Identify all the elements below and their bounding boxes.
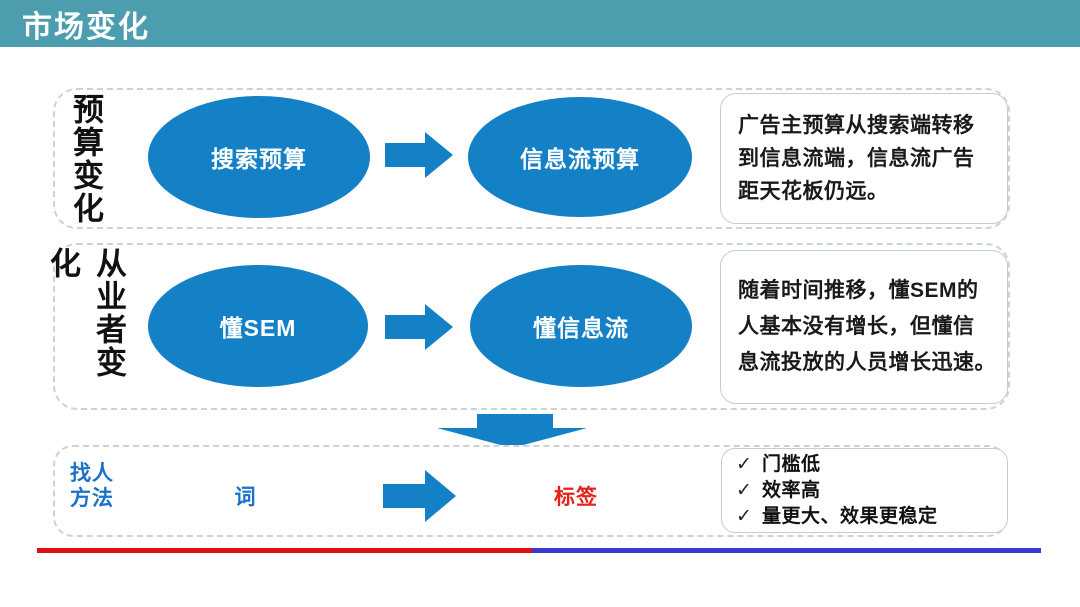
check-item: ✓ 效率高 bbox=[736, 478, 1007, 504]
section-budget-label: 预算变化 bbox=[68, 92, 103, 225]
method-to-tag: 标签 bbox=[554, 486, 598, 509]
method-label: 找人方法 bbox=[70, 462, 114, 510]
ellipse-label: 懂SEM bbox=[219, 315, 297, 341]
note-line: 到信息流端，信息流广告 bbox=[738, 147, 975, 170]
ellipse-knows-feed: 懂信息流 bbox=[470, 265, 692, 387]
check-icon: ✓ bbox=[736, 479, 752, 501]
check-item: ✓ 门槛低 bbox=[736, 452, 1007, 478]
note-line: 广告主预算从搜索端转移 bbox=[738, 114, 975, 137]
arrow-right-icon bbox=[383, 470, 456, 522]
check-label: 量更大、效果更稳定 bbox=[762, 505, 938, 527]
ellipse-label: 信息流预算 bbox=[520, 146, 640, 172]
slide-header: 市场变化 bbox=[0, 0, 1080, 47]
benefits-card: ✓ 门槛低 ✓ 效率高 ✓ 量更大、效果更稳定 bbox=[721, 448, 1008, 533]
method-from-keyword: 词 bbox=[234, 486, 256, 509]
ellipse-label: 懂信息流 bbox=[533, 315, 629, 341]
practitioner-note-card: 随着时间推移，懂SEM的 人基本没有增长，但懂信 息流投放的人员增长迅速。 bbox=[720, 250, 1008, 404]
arrow-down-icon bbox=[437, 414, 587, 448]
note-line: 随着时间推移，懂SEM的 bbox=[738, 279, 979, 302]
check-item: ✓ 量更大、效果更稳定 bbox=[736, 504, 1007, 530]
arrow-right-icon bbox=[385, 304, 453, 350]
divider-line-red bbox=[37, 548, 532, 553]
divider-line-blue bbox=[532, 548, 1041, 553]
note-line: 息流投放的人员增长迅速。 bbox=[738, 351, 996, 374]
check-icon: ✓ bbox=[736, 505, 752, 527]
section-practitioner-label: 从业者变化 bbox=[45, 247, 126, 379]
check-icon: ✓ bbox=[736, 453, 752, 475]
budget-note-card: 广告主预算从搜索端转移 到信息流端，信息流广告 距天花板仍远。 bbox=[720, 93, 1008, 224]
check-label: 门槛低 bbox=[762, 453, 821, 475]
ellipse-feed-budget: 信息流预算 bbox=[468, 97, 692, 217]
note-line: 距天花板仍远。 bbox=[738, 180, 889, 203]
page-title: 市场变化 bbox=[22, 10, 150, 44]
ellipse-label: 搜索预算 bbox=[211, 146, 307, 172]
ellipse-search-budget: 搜索预算 bbox=[148, 96, 370, 218]
arrow-right-icon bbox=[385, 132, 453, 178]
note-line: 人基本没有增长，但懂信 bbox=[738, 315, 975, 338]
check-label: 效率高 bbox=[762, 479, 821, 501]
ellipse-knows-sem: 懂SEM bbox=[148, 265, 368, 387]
